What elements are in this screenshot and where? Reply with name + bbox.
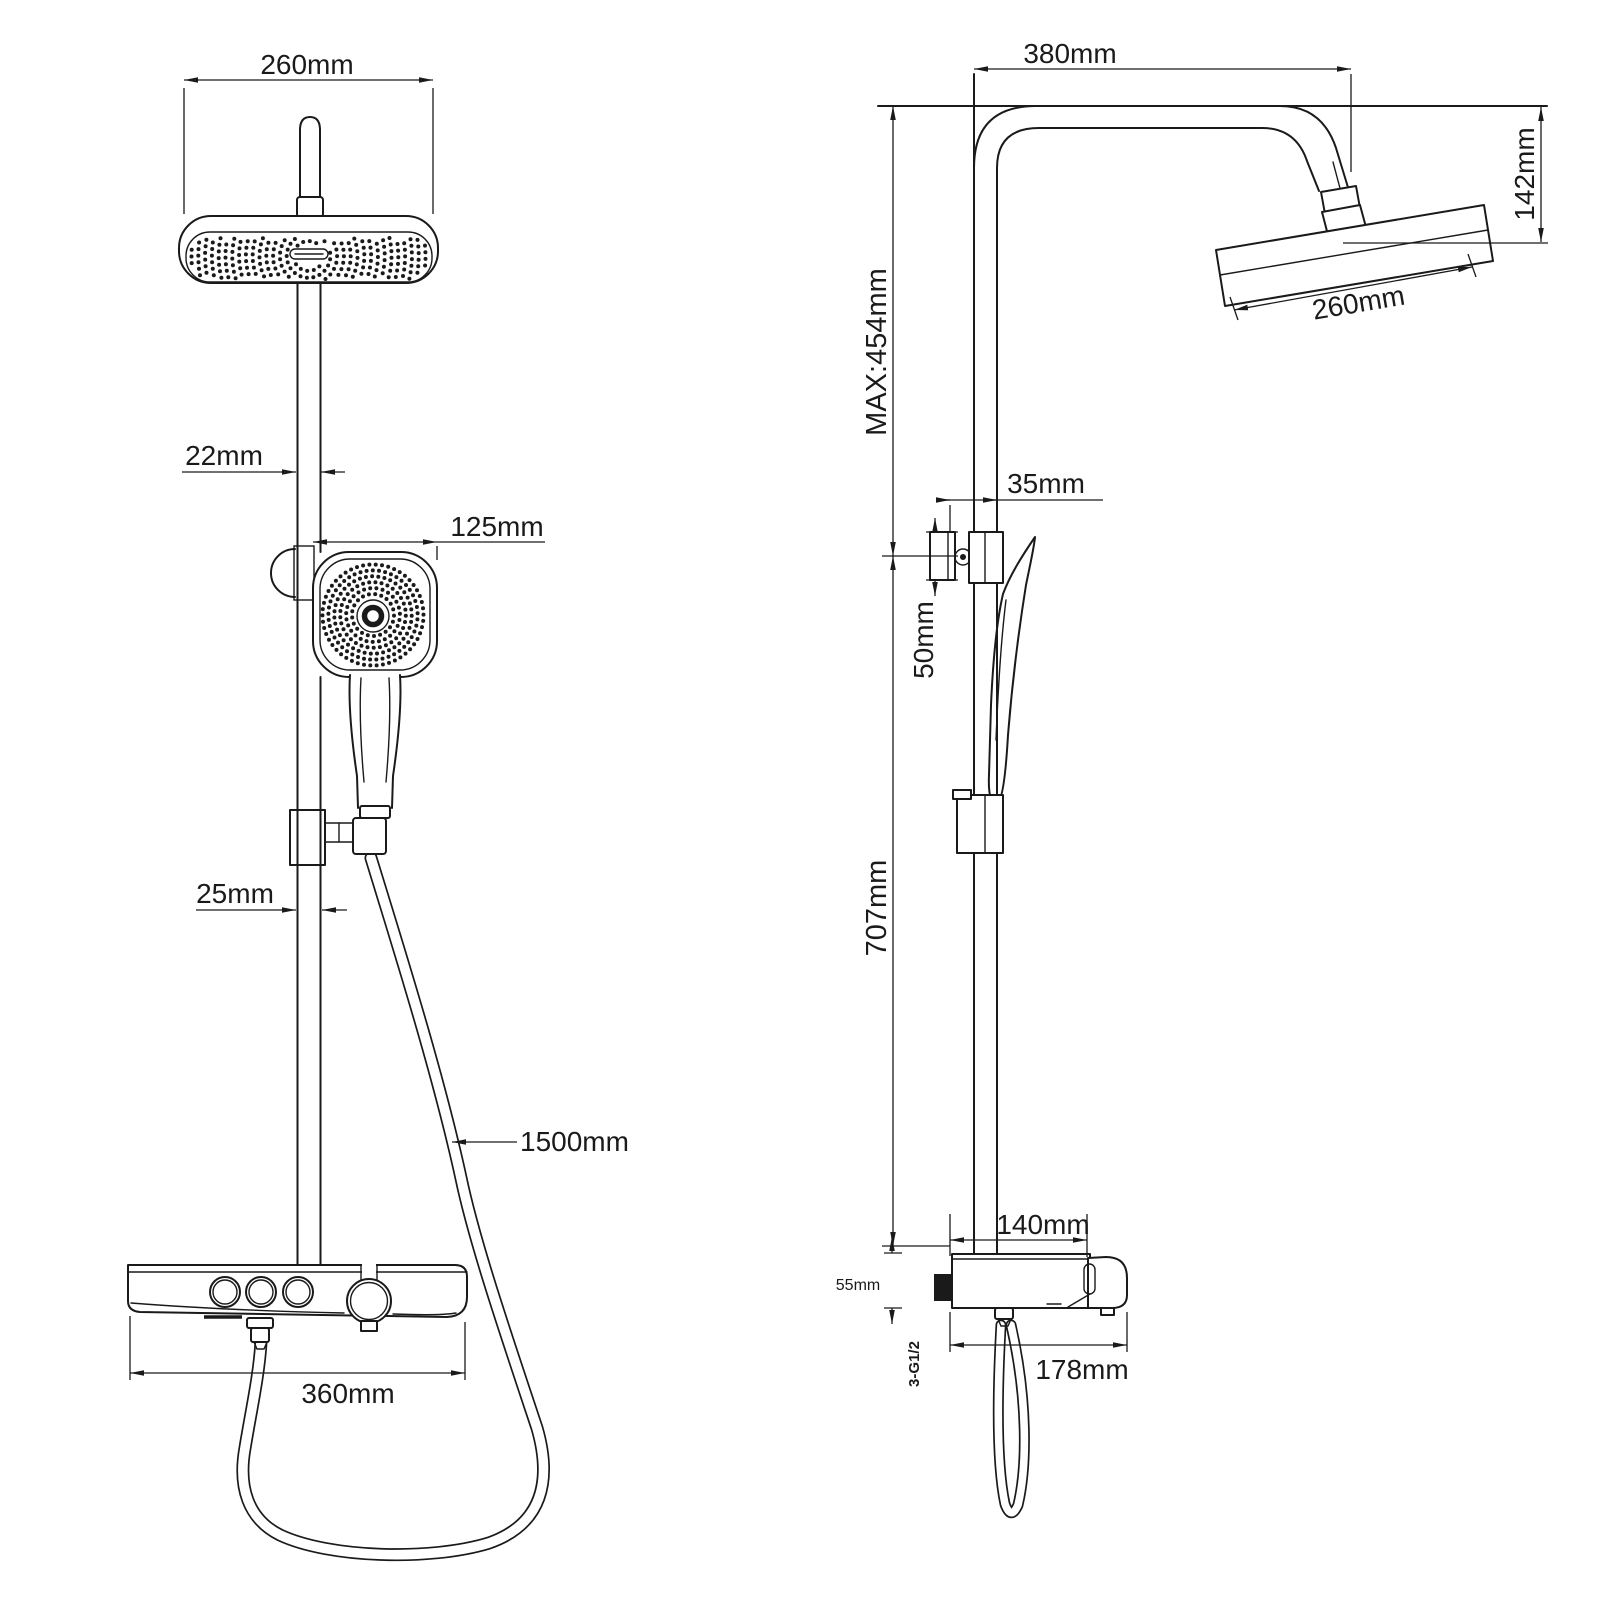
dim-shelf-top-depth: 140mm bbox=[949, 1209, 1090, 1257]
front-holder-clamp bbox=[289, 809, 387, 866]
side-hose-nut bbox=[994, 1307, 1014, 1320]
dim-label-head-depth: 142mm bbox=[1509, 127, 1540, 220]
dim-max-upper-height: MAX:454mm bbox=[861, 106, 958, 557]
side-mixer-knob bbox=[1087, 1256, 1128, 1309]
dim-inlet-spec: 3-G1/2 bbox=[906, 1341, 923, 1387]
dim-shelf-bottom-depth: 178mm bbox=[949, 1312, 1129, 1385]
front-mixer-shelf bbox=[127, 1264, 468, 1350]
dim-lower-column-height: 707mm bbox=[861, 556, 950, 1247]
mixer-button-1 bbox=[209, 1276, 241, 1308]
dim-label-max-upper-height: MAX:454mm bbox=[861, 268, 893, 436]
front-slider-knob bbox=[270, 545, 315, 601]
front-overhead-shower-head bbox=[178, 215, 439, 284]
dim-upper-pipe: 22mm bbox=[182, 440, 345, 475]
dim-shelf-thickness: 55mm bbox=[836, 1237, 902, 1324]
hand-shower-center-ring bbox=[356, 599, 390, 633]
overhead-spray-nozzles bbox=[189, 236, 428, 281]
dim-label-inlet-spec: 3-G1/2 bbox=[906, 1341, 923, 1387]
dim-bracket-offset: 35mm bbox=[936, 468, 1103, 531]
dim-head-depth: 142mm bbox=[1343, 107, 1548, 244]
dim-label-bracket-height: 50mm bbox=[908, 601, 939, 679]
mixer-button-2 bbox=[245, 1276, 277, 1308]
side-slider-clamp bbox=[952, 789, 1004, 854]
dim-label-lower-column-height: 707mm bbox=[861, 860, 893, 957]
dim-bracket-height: 50mm bbox=[908, 518, 958, 679]
hose-outlet-nut bbox=[246, 1317, 274, 1350]
mixer-main-knob bbox=[346, 1278, 392, 1324]
dim-label-bracket-offset: 35mm bbox=[1007, 468, 1085, 499]
hand-shower-collar bbox=[359, 805, 391, 819]
dim-label-shelf-top-depth: 140mm bbox=[996, 1209, 1089, 1240]
dim-label-arm-reach: 380mm bbox=[1023, 38, 1116, 69]
side-mixer-body bbox=[934, 1253, 1128, 1316]
front-view: 260mm 22mm 125mm 25mm 1500mm 360mm bbox=[127, 49, 629, 1562]
side-wall-bracket bbox=[929, 531, 1004, 584]
mixer-button-3 bbox=[282, 1276, 314, 1308]
dim-label-shelf-width: 360mm bbox=[301, 1378, 394, 1409]
handle-holder-cup bbox=[352, 817, 387, 855]
dim-front-head-width: 260mm bbox=[183, 49, 434, 214]
dim-label-hand-shower-width: 125mm bbox=[450, 511, 543, 542]
hand-shower-nozzles bbox=[320, 562, 426, 668]
side-view: 380mm 142mm 260mm MAX:454mm 35mm bbox=[836, 38, 1548, 1519]
front-riser-pipe bbox=[296, 283, 322, 1267]
front-hand-shower bbox=[312, 551, 438, 819]
side-hose bbox=[992, 1307, 1030, 1519]
dim-label-front-head-width: 260mm bbox=[260, 49, 353, 80]
front-overhead-arm bbox=[296, 116, 324, 218]
dim-label-shelf-thickness: 55mm bbox=[836, 1277, 880, 1294]
pipe-clamp bbox=[289, 809, 326, 866]
dim-label-upper-pipe: 22mm bbox=[185, 440, 263, 471]
dim-lower-pipe: 25mm bbox=[196, 878, 347, 913]
front-hose bbox=[236, 851, 550, 1562]
dim-hose-length: 1500mm bbox=[452, 1126, 629, 1157]
dim-arm-reach: 380mm bbox=[974, 38, 1352, 172]
dim-label-hose-length: 1500mm bbox=[520, 1126, 629, 1157]
dim-shelf-width: 360mm bbox=[129, 1316, 466, 1409]
dim-label-shelf-bottom-depth: 178mm bbox=[1035, 1354, 1128, 1385]
dim-hand-shower-width: 125mm bbox=[313, 511, 545, 560]
hand-shower-center-knob bbox=[361, 604, 385, 628]
water-inlet-block bbox=[934, 1274, 952, 1301]
dim-label-lower-pipe: 25mm bbox=[196, 878, 274, 909]
